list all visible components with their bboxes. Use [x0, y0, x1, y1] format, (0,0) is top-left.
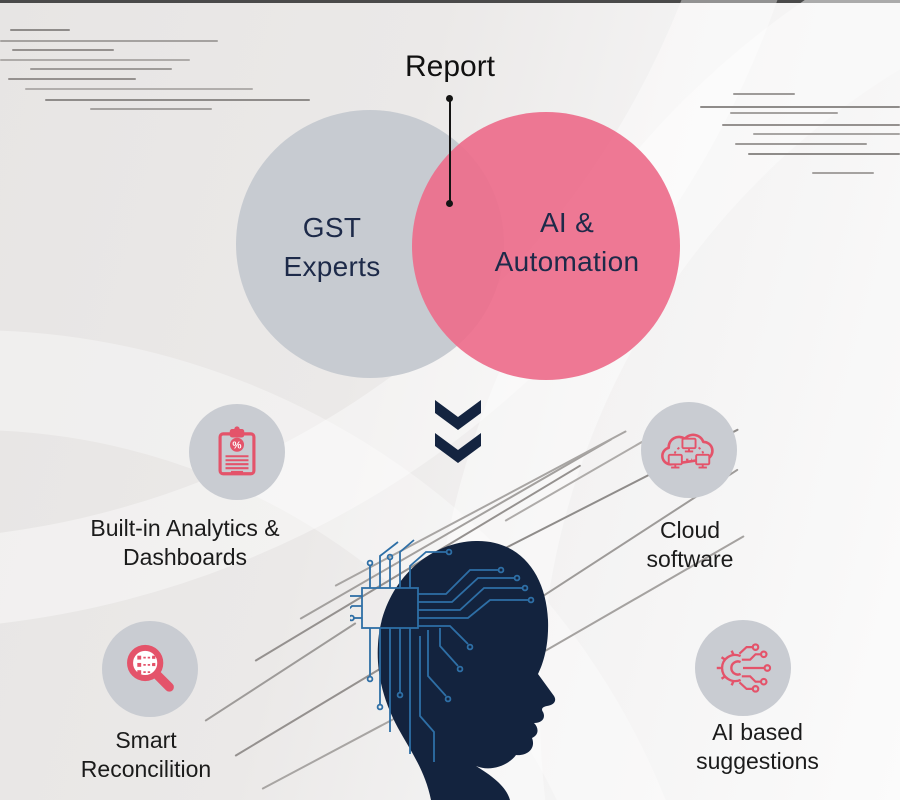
- clipboard-percent-icon: %: [218, 426, 256, 476]
- double-chevron-down-icon: [435, 400, 481, 469]
- feature-label-line: AI based: [712, 719, 803, 745]
- speed-line: [735, 143, 867, 145]
- feature-label-reconciliation: Smart Reconcilition: [26, 726, 266, 784]
- venn-label-line: GST: [302, 212, 362, 243]
- feature-label-cloud: Cloud software: [590, 516, 790, 574]
- speed-line: [45, 99, 310, 101]
- feature-label-line: Cloud: [659, 517, 721, 543]
- speed-line: [700, 106, 900, 108]
- cloud-network-icon: [661, 433, 714, 469]
- ai-head-circuit-illustration: [342, 526, 560, 800]
- circuit-traces: [342, 539, 535, 762]
- speed-line: [30, 68, 172, 70]
- report-label: Report: [404, 50, 496, 83]
- speed-line: [748, 153, 900, 155]
- speed-line: [25, 88, 253, 90]
- feature-icon-circle-ai-suggestions: [695, 620, 791, 716]
- speed-line: [753, 133, 900, 135]
- venn-circle-ai-automation: [412, 112, 680, 380]
- speed-line: [8, 78, 136, 80]
- feature-label-line: Built-in Analytics &: [90, 515, 280, 541]
- report-pointer-dot: [446, 95, 453, 102]
- speed-line: [733, 93, 795, 95]
- feature-label-line: Dashboards: [122, 544, 248, 570]
- feature-label-ai-suggestions: AI based suggestions: [640, 718, 875, 776]
- head-silhouette: [377, 540, 556, 800]
- magnifier-tasks-icon: [127, 644, 174, 692]
- gear-circuit-icon: [716, 643, 772, 693]
- speed-line: [730, 112, 838, 114]
- feature-icon-circle-reconciliation: [102, 621, 198, 717]
- feature-label-line: Smart: [115, 727, 177, 753]
- venn-label-line: AI &: [539, 207, 595, 238]
- speed-line: [0, 40, 218, 42]
- feature-label-line: suggestions: [696, 748, 819, 774]
- feature-label-analytics: Built-in Analytics & Dashboards: [60, 514, 310, 572]
- feature-icon-circle-analytics: %: [189, 404, 285, 500]
- feature-label-line: software: [646, 546, 734, 572]
- speed-line: [10, 29, 70, 31]
- report-pointer-line: [449, 100, 451, 203]
- top-border: [0, 0, 900, 3]
- speed-line: [90, 108, 212, 110]
- feature-icon-circle-cloud: [641, 402, 737, 498]
- speed-line: [0, 59, 190, 61]
- report-pointer-dot: [446, 200, 453, 207]
- speed-line: [812, 172, 874, 174]
- venn-label-line: Automation: [494, 246, 640, 277]
- percent-badge: %: [232, 440, 241, 451]
- feature-label-line: Reconcilition: [80, 756, 212, 782]
- venn-label-ai-automation: AI & Automation: [462, 203, 672, 281]
- speed-line: [204, 622, 357, 722]
- speed-line: [12, 49, 114, 51]
- venn-label-gst-experts: GST Experts: [232, 208, 432, 286]
- speed-line: [722, 124, 900, 126]
- venn-label-line: Experts: [283, 251, 381, 282]
